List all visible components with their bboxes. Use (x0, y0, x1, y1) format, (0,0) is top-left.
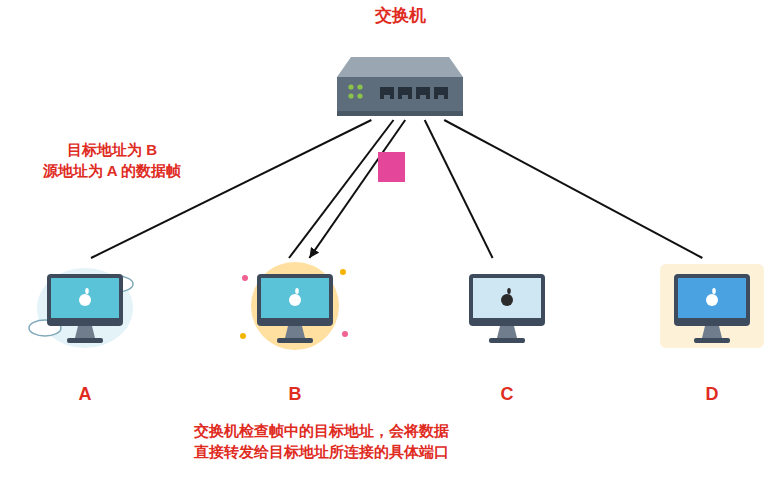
forward-arrow (309, 120, 405, 258)
computer-node: B (235, 258, 355, 405)
network-cable (91, 120, 371, 258)
computer-name: A (79, 383, 92, 405)
computer-name: B (289, 383, 302, 405)
computer-name: D (706, 383, 719, 405)
network-cable (289, 120, 394, 258)
network-cable (444, 120, 702, 258)
computer-icon (25, 258, 145, 353)
computer-node: C (447, 258, 567, 405)
switch-title: 交换机 (375, 5, 426, 27)
switch-node: 交换机 (335, 0, 465, 120)
data-frame (378, 152, 405, 182)
computer-node: A (25, 258, 145, 405)
computer-name: C (501, 383, 514, 405)
computer-icon (235, 258, 355, 353)
computer-node: D (652, 258, 772, 405)
computer-icon (652, 258, 772, 353)
frame-note: 目标地址为 B 源地址为 A 的数据帧 (37, 139, 187, 181)
forward-note: 交换机检查帧中的目标地址，会将数据 直接转发给目标地址所连接的具体端口 (185, 420, 457, 462)
switch-icon (335, 55, 465, 120)
computer-icon (447, 258, 567, 353)
